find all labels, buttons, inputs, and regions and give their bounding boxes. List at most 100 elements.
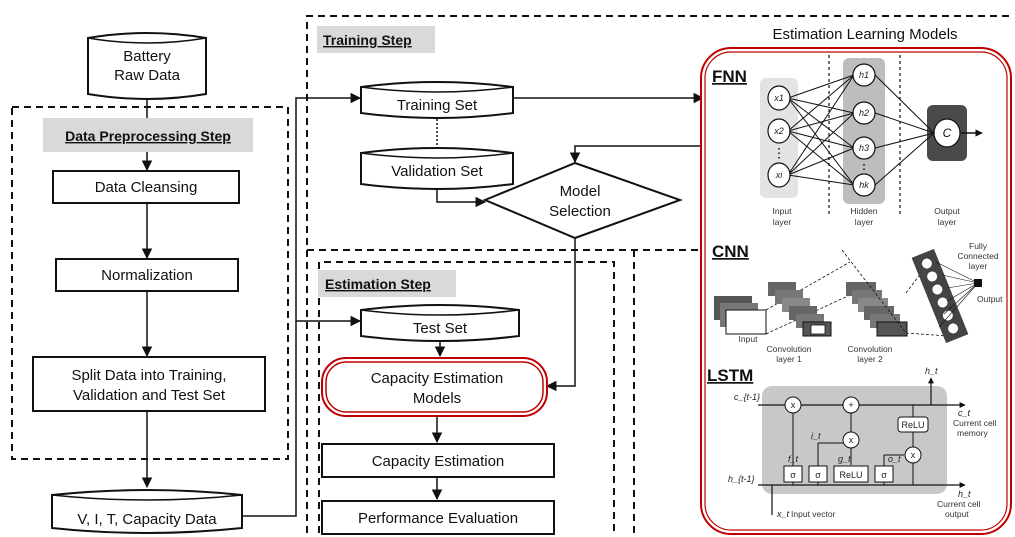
lstm-h-t-top: h_t bbox=[925, 366, 938, 376]
preprocessing-header-bg bbox=[43, 118, 253, 152]
split-data-box bbox=[32, 356, 266, 412]
fnn-output-node bbox=[933, 118, 961, 148]
split-data-line1: Split Data into Training, bbox=[71, 367, 226, 384]
capacity-models-line1: Capacity Estimation bbox=[371, 370, 504, 387]
training-header: Training Step bbox=[323, 32, 412, 48]
model-selection-line2: Selection bbox=[549, 203, 611, 220]
fnn-hidden-h1: h1 bbox=[859, 70, 869, 80]
hidden-layer-box bbox=[843, 58, 885, 204]
cnn-conv1-label1: Convolution bbox=[767, 344, 812, 354]
fnn-input-node bbox=[767, 162, 791, 188]
test-set-label: Test Set bbox=[413, 320, 468, 337]
split-data-line2: Validation and Test Set bbox=[73, 387, 226, 404]
lstm-label: LSTM bbox=[707, 366, 753, 385]
input-layer-label1: Input bbox=[773, 206, 793, 216]
training-header-bg bbox=[317, 26, 435, 53]
cnn-fc-label1: Fully bbox=[969, 241, 988, 251]
lstm-sigma-output bbox=[874, 465, 894, 483]
lstm-input-vector-label: Input vector bbox=[791, 509, 836, 519]
normalization-label: Normalization bbox=[101, 267, 193, 284]
cnn-fc-label3: layer bbox=[969, 261, 988, 271]
fnn-hidden-node bbox=[852, 63, 876, 87]
lstm-relu-cell bbox=[897, 416, 929, 433]
lstm-c-t: c_t bbox=[958, 408, 971, 418]
preprocessing-header: Data Preprocessing Step bbox=[65, 128, 231, 144]
lstm-op-plus: + bbox=[848, 400, 853, 410]
fnn-output-c: C bbox=[943, 126, 952, 140]
vitc-data-label: V, I, T, Capacity Data bbox=[77, 511, 217, 528]
estimation-region bbox=[318, 261, 615, 533]
normalization-box bbox=[55, 258, 239, 292]
fnn-label: FNN bbox=[712, 67, 747, 86]
hidden-layer-label1: Hidden bbox=[851, 206, 878, 216]
lstm-sigma-input bbox=[808, 465, 828, 483]
lstm-input-multiply bbox=[842, 431, 860, 449]
cnn-conv2-label1: Convolution bbox=[848, 344, 893, 354]
cnn-fc-label2: Connected bbox=[957, 251, 998, 261]
fnn-input-node bbox=[767, 118, 791, 144]
lstm-relu-label: ReLU bbox=[901, 420, 924, 430]
preprocessing-region bbox=[11, 106, 289, 460]
validation-set-label: Validation Set bbox=[391, 163, 483, 180]
fnn-hidden-h2: h2 bbox=[859, 108, 869, 118]
output-layer-label1: Output bbox=[934, 206, 960, 216]
capacity-estimation-label: Capacity Estimation bbox=[372, 453, 505, 470]
lstm-cell-memory-label2: memory bbox=[957, 428, 988, 438]
lstm-cell-output-label2: output bbox=[945, 509, 969, 519]
fnn-input-node bbox=[767, 85, 791, 111]
capacity-models-line2: Models bbox=[413, 390, 461, 407]
lstm-x-t: x_t bbox=[776, 509, 790, 519]
model-selection-node: Model Selection bbox=[482, 161, 683, 240]
battery-raw-data-line2: Raw Data bbox=[114, 67, 181, 84]
lstm-relu-gate bbox=[833, 465, 869, 483]
cnn-output-node bbox=[974, 279, 982, 287]
fnn-hidden-node bbox=[852, 173, 876, 197]
fnn-input-x1: x1 bbox=[773, 93, 784, 103]
hidden-layer-label2: layer bbox=[855, 217, 874, 227]
fnn-input-x2: x2 bbox=[773, 126, 784, 136]
capacity-models-node: Capacity Estimation Models bbox=[321, 357, 548, 417]
lstm-output-multiply bbox=[904, 446, 922, 464]
cnn-input-label: Input bbox=[739, 334, 759, 344]
cnn-conv2-label2: layer 2 bbox=[857, 354, 883, 364]
lstm-cell-output-label1: Current cell bbox=[937, 499, 981, 509]
model-selection-line1: Model bbox=[560, 183, 601, 200]
lstm-op-x2: x bbox=[849, 435, 854, 445]
lstm-sigma-forget bbox=[783, 465, 803, 483]
lstm-gate-g: g_t bbox=[838, 454, 851, 464]
lstm-cell-memory-label1: Current cell bbox=[953, 418, 997, 428]
lstm-diagram: LSTM x + x x σ σ ReLU σ ReLU f_t i_t bbox=[707, 366, 997, 519]
vitc-data-node: V, I, T, Capacity Data bbox=[51, 489, 243, 534]
lstm-sigma-label: σ bbox=[815, 470, 821, 480]
lstm-h-prev: h_{t-1} bbox=[728, 474, 755, 484]
input-layer-label2: layer bbox=[773, 217, 792, 227]
fnn-input-xi: xi bbox=[775, 170, 784, 180]
lstm-relu-label: ReLU bbox=[839, 470, 862, 480]
performance-evaluation-label: Performance Evaluation bbox=[358, 510, 518, 527]
lstm-h-t-right: h_t bbox=[958, 489, 971, 499]
lstm-c-prev: c_{t-1} bbox=[734, 392, 760, 402]
lstm-gate-i: i_t bbox=[811, 431, 821, 441]
training-set-node: Training Set bbox=[360, 81, 514, 119]
training-region bbox=[306, 15, 1012, 533]
cnn-conv1-label2: layer 1 bbox=[776, 354, 802, 364]
lstm-sigma-label: σ bbox=[881, 470, 887, 480]
lstm-gate-o: o_t bbox=[888, 454, 901, 464]
output-layer-label2: layer bbox=[938, 217, 957, 227]
fnn-hidden-hk: hk bbox=[859, 180, 869, 190]
battery-raw-data-node: Battery Raw Data bbox=[87, 32, 207, 100]
lstm-gate-f: f_t bbox=[788, 454, 799, 464]
lstm-sigma-label: σ bbox=[790, 470, 796, 480]
data-cleansing-label: Data Cleansing bbox=[95, 179, 198, 196]
models-title: Estimation Learning Models bbox=[772, 26, 957, 43]
cnn-diagram: CNN Input Convolution layer 1 Convolutio… bbox=[712, 241, 1003, 364]
fnn-edges bbox=[787, 74, 935, 186]
validation-set-node: Validation Set bbox=[360, 147, 514, 190]
fnn-hidden-h3: h3 bbox=[859, 143, 869, 153]
estimation-header-bg bbox=[318, 270, 456, 297]
battery-raw-data-line1: Battery bbox=[123, 48, 171, 65]
cnn-label: CNN bbox=[712, 242, 749, 261]
lstm-op-x1: x bbox=[791, 400, 796, 410]
estimation-header: Estimation Step bbox=[325, 276, 431, 292]
lstm-add bbox=[842, 396, 860, 414]
